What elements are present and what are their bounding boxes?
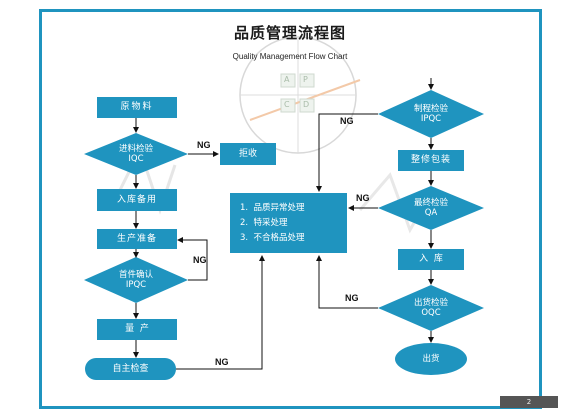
reject-box: 拒收 — [220, 143, 276, 165]
diamond-outgoing-check — [378, 285, 484, 331]
outgoing-check-label-1: 出货检验 — [413, 298, 448, 308]
self-inspection-box: 自主检查 — [85, 358, 176, 380]
incoming-check-label: 进料检验 IQC — [96, 142, 176, 166]
watermark-letter-d: D — [303, 100, 310, 109]
incoming-check-label-1: 进料检验 — [118, 144, 153, 154]
diamond-incoming-check — [84, 133, 188, 175]
watermark-letter-p: P — [303, 75, 308, 84]
first-article-label-2: IPQC — [125, 280, 147, 290]
handling-item-2: 2. 特采处理 — [240, 218, 288, 228]
outgoing-check-label: 出货检验 OQC — [391, 296, 471, 320]
storage-box: 入库备用 — [97, 189, 177, 211]
raw-material-box: 原物料 — [97, 97, 177, 118]
final-check-label-1: 最终检验 — [413, 198, 448, 208]
first-article-label: 首件确认 IPQC — [96, 268, 176, 292]
ng-label-first-article: NG — [193, 255, 207, 265]
ship-label: 出货 — [422, 354, 440, 364]
process-check-label-1: 制程检验 — [413, 104, 448, 114]
quality-handling-box: 1. 品质异常处理 2. 特采处理 3. 不合格品处理 — [230, 193, 347, 253]
production-prep-box: 生产准备 — [97, 229, 177, 249]
page-title: 品质管理流程图 — [233, 24, 346, 42]
watermark-letter-a: A — [284, 75, 290, 84]
rework-pack-box: 整修包装 — [398, 150, 464, 171]
handling-item-1: 1. 品质异常处理 — [240, 203, 305, 213]
diamond-final-check — [378, 186, 484, 230]
incoming-check-label-2: IQC — [128, 154, 144, 164]
ship-ellipse — [395, 343, 467, 375]
final-check-label-2: QA — [424, 208, 438, 218]
ng-label-outgoing-check: NG — [345, 293, 359, 303]
process-check-label: 制程检验 IPQC — [391, 102, 471, 126]
mass-production-box: 量 产 — [97, 319, 177, 340]
handling-item-3: 3. 不合格品处理 — [240, 233, 305, 243]
final-check-label: 最终检验 QA — [391, 196, 471, 220]
watermark-letter-c: C — [284, 100, 290, 109]
first-article-label-1: 首件确认 — [118, 270, 153, 280]
diamond-process-check — [378, 90, 484, 138]
ng-label-self-inspection: NG — [215, 357, 229, 367]
ng-label-final-check: NG — [356, 193, 370, 203]
outgoing-check-label-2: OQC — [421, 308, 441, 318]
corner-badge: 2 — [500, 396, 558, 408]
process-check-label-2: IPQC — [420, 114, 442, 124]
warehouse-box: 入 库 — [398, 249, 464, 270]
ng-label-incoming: NG — [197, 140, 211, 150]
ng-label-process-check: NG — [340, 116, 354, 126]
diamond-first-article — [84, 257, 188, 303]
page-subtitle: Quality Management Flow Chart — [232, 52, 348, 61]
